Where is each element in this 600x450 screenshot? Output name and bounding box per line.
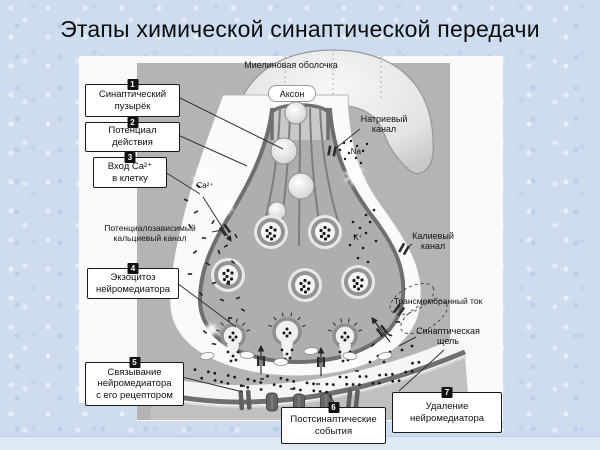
step-box-4: 4 Экзоцитоз нейромедиатора bbox=[87, 263, 179, 299]
na-ion-label: Na⁺ bbox=[350, 147, 366, 156]
step-box-6: 6 Постсинаптические события bbox=[281, 402, 386, 444]
sodium-channel-label: Натриевый канал bbox=[360, 114, 408, 135]
step-5-badge: 5 bbox=[129, 357, 140, 368]
potassium-channel-label: Калиевый канал bbox=[412, 231, 454, 252]
k-ion-label: K⁺ bbox=[353, 233, 363, 242]
slide-title: Этапы химической синаптической передачи bbox=[60, 16, 540, 42]
transmembrane-current-label: Трансмембранный ток bbox=[393, 296, 483, 306]
step-7-badge: 7 bbox=[441, 387, 453, 398]
step-box-3: 3 Вход Ca²⁺ в клетку bbox=[93, 152, 167, 188]
step-box-5: 5 Связывание нейромедиатора с его рецепт… bbox=[85, 357, 184, 406]
synaptic-cleft-label: Синаптическая щель bbox=[416, 326, 480, 347]
myelin-label: Миелиновая оболочка bbox=[244, 60, 338, 70]
ca-ion-label: Ca²⁺ bbox=[196, 181, 214, 190]
step-1-badge: 1 bbox=[127, 79, 138, 90]
step-2-badge: 2 bbox=[127, 117, 138, 128]
step-6-badge: 6 bbox=[328, 402, 339, 413]
step-3-badge: 3 bbox=[124, 152, 136, 163]
step-box-7: 7 Удаление нейромедиатора bbox=[392, 387, 502, 433]
step-4-badge: 4 bbox=[127, 263, 139, 274]
axon-label: Аксон bbox=[268, 85, 316, 102]
calcium-channel-label: Потенциалозависимый кальциевый канал bbox=[104, 223, 196, 243]
step-box-1: 1 Синаптический пузырёк bbox=[85, 79, 180, 117]
step-box-2: 2 Потенциал действия bbox=[85, 117, 180, 152]
